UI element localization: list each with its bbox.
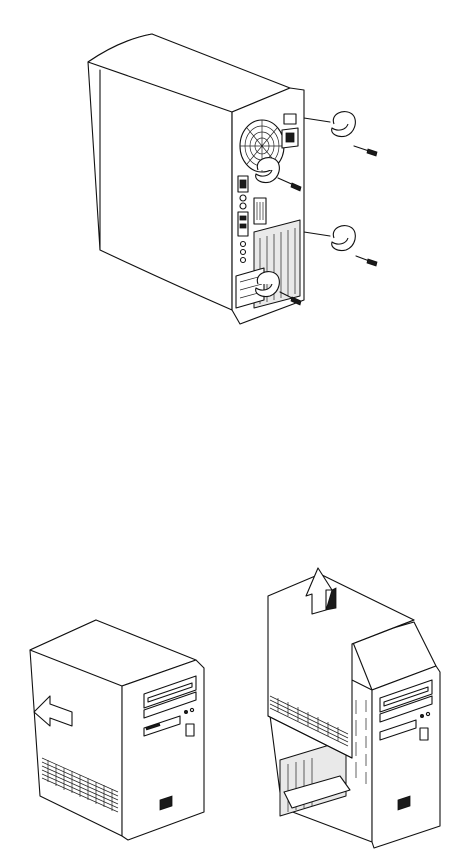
screw-callout-3 <box>304 226 377 266</box>
rear-screw-removal-panel <box>88 34 377 324</box>
screw-callout-1 <box>304 112 377 156</box>
cover-push-direction-panel <box>30 620 204 840</box>
power-connector <box>282 114 298 148</box>
cover-lift-off-panel <box>268 568 440 848</box>
